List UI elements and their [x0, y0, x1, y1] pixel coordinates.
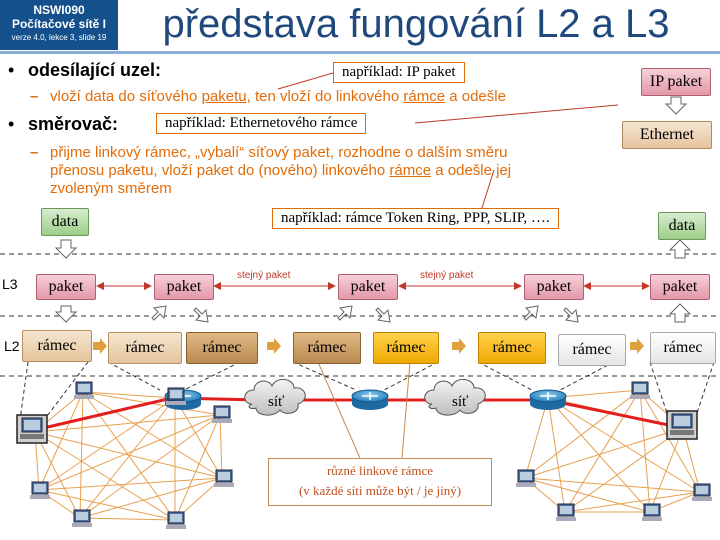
- dash-marker: –: [30, 144, 39, 161]
- computer-icon: [72, 509, 92, 527]
- layer-label-l3: L3: [2, 276, 18, 292]
- frame-box: rámec: [108, 332, 182, 364]
- router-line-2-frame: rámce: [389, 162, 432, 179]
- course-code: NSWI090: [33, 3, 85, 17]
- callout-other-frames: například: rámce Token Ring, PPP, SLIP, …: [272, 208, 559, 229]
- frame-box: rámec: [186, 332, 258, 364]
- note-line-2: (v každé síti může být / je jiný): [298, 483, 462, 498]
- packet-box: paket: [154, 274, 214, 300]
- frame-arrow-icon: [630, 338, 644, 354]
- sub-text-packet: paketu: [201, 88, 247, 105]
- packet-box: paket: [524, 274, 584, 300]
- leader-ip: [277, 72, 334, 90]
- router-line-3: zvoleným směrem: [50, 180, 172, 197]
- data-box-destination: data: [658, 212, 706, 240]
- arrow-data-up-icon: [668, 239, 692, 259]
- cloud-left-label: síť: [268, 394, 285, 410]
- bullet-dot: •: [8, 60, 15, 80]
- computer-icon: [74, 381, 94, 399]
- destination-computer-icon: [666, 410, 698, 440]
- arrow-l2-l3-up-icon: [668, 303, 692, 323]
- title-divider: [0, 51, 720, 54]
- router-icon: [529, 389, 567, 410]
- arrow-up-left-icon: [523, 305, 539, 321]
- drop-lines: [19, 361, 715, 421]
- left-network-mesh: [34, 391, 223, 521]
- same-packet-label: stejný paket: [237, 270, 291, 281]
- data-box-source: data: [41, 208, 89, 236]
- frame-box: rámec: [373, 332, 439, 364]
- cloud-right-label: síť: [452, 394, 469, 410]
- arrow-up-left-icon: [151, 305, 167, 321]
- note-different-frames: různé linkové rámce (v každé síti může b…: [268, 458, 492, 506]
- frame-box: rámec: [558, 334, 626, 366]
- sub-text-frame: rámce: [403, 88, 446, 105]
- legend-arrow-down-icon: [664, 96, 688, 115]
- legend-ethernet: Ethernet: [622, 121, 712, 149]
- sub-text-3: a odešle: [445, 88, 506, 105]
- note-leader-2: [401, 361, 411, 459]
- arrow-l3-l2-down-icon: [54, 305, 78, 323]
- bullet-router-sub: – přijme linkový rámec, „vybalí“ síťový …: [30, 144, 511, 198]
- frame-arrow-icon: [452, 338, 466, 354]
- packet-box: paket: [36, 274, 96, 300]
- frame-arrows: [93, 338, 644, 354]
- computer-icon: [166, 511, 186, 529]
- legend-ip-packet: IP paket: [641, 68, 711, 96]
- arrow-down-right-icon: [375, 307, 391, 323]
- arrow-data-down-icon: [54, 239, 78, 259]
- bullet-router-heading: směrovač:: [28, 114, 119, 134]
- bullet-dot: •: [8, 114, 15, 134]
- arrow-down-right-icon: [563, 307, 579, 323]
- leader-other: [481, 169, 495, 209]
- bullet-sender-sub: – vloží data do síťového paketu, ten vlo…: [30, 88, 506, 106]
- computer-icon: [642, 503, 662, 521]
- bullet-sender-heading: odesílající uzel:: [28, 60, 162, 80]
- sub-text-2: , ten vloží do linkového: [246, 88, 404, 105]
- frame-box: rámec: [293, 332, 361, 364]
- frame-box: rámec: [650, 332, 716, 364]
- computer-icon: [166, 387, 186, 405]
- course-badge: NSWI090 Počítačové sítě I verze 4.0, lek…: [0, 0, 118, 50]
- packet-box: paket: [650, 274, 710, 300]
- callout-ethernet: například: Ethernetového rámce: [156, 113, 367, 134]
- router-line-2a: přenosu paketu, vloží paket do (nového) …: [50, 162, 390, 179]
- note-line-1: různé linkové rámce: [326, 463, 434, 478]
- computer-icon: [556, 503, 576, 521]
- router-icon: [351, 389, 389, 410]
- computer-icon: [212, 405, 232, 423]
- frame-arrow-icon: [93, 338, 107, 354]
- frame-box: rámec: [22, 330, 92, 362]
- layer-label-l2: L2: [4, 338, 20, 354]
- frame-arrow-icon: [267, 338, 281, 354]
- computer-icon: [630, 381, 650, 399]
- source-computer-icon: [16, 414, 48, 444]
- layer-arrows: [54, 303, 692, 323]
- same-packet-label: stejný paket: [420, 270, 474, 281]
- callout-ip-packet: například: IP paket: [333, 62, 465, 83]
- cloud-right-icon: [424, 379, 486, 416]
- slide-title: představa fungování L2 a L3: [162, 2, 670, 46]
- computer-icon: [30, 481, 50, 499]
- cloud-left-icon: [244, 379, 306, 416]
- packet-box: paket: [338, 274, 398, 300]
- arrow-up-left-icon: [337, 305, 353, 321]
- dash-marker: –: [30, 88, 39, 105]
- sub-text-1: vloží data do síťového: [50, 88, 202, 105]
- computers: [30, 381, 712, 529]
- leader-ethernet: [414, 104, 619, 124]
- frame-box: rámec: [478, 332, 546, 364]
- note-leader-1: [317, 361, 361, 459]
- computer-icon: [214, 469, 234, 487]
- course-name: Počítačové sítě I: [11, 17, 107, 31]
- arrow-down-right-icon: [193, 307, 209, 323]
- version-info: verze 4.0, lekce 3, slide 19: [11, 33, 107, 42]
- computer-icon: [692, 483, 712, 501]
- router-line-1: přijme linkový rámec, „vybalí“ síťový pa…: [50, 144, 508, 161]
- computer-icon: [516, 469, 536, 487]
